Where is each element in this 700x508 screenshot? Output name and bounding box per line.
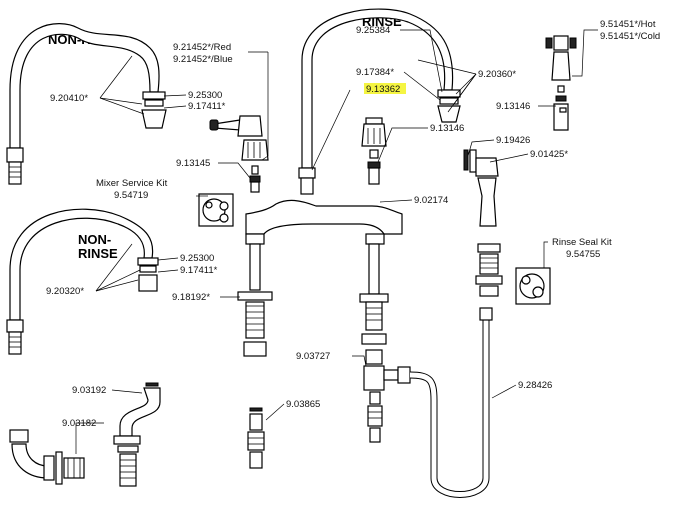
label-9-19426: 9.19426 <box>496 135 530 146</box>
label-9-51451-hot: 9.51451*/Hot <box>600 19 656 30</box>
label-mixer-service-kit: Mixer Service Kit <box>96 178 168 189</box>
non-rinse-spout-top <box>6 23 167 185</box>
elbow-fitting-9-03192 <box>113 382 161 487</box>
label-9-03865: 9.03865 <box>286 399 320 410</box>
label-9-21452-blue: 9.21452*/Blue <box>173 54 233 65</box>
label-9-13146-mid: 9.13146 <box>430 123 464 134</box>
label-9-18192: 9.18192* <box>172 292 210 303</box>
label-9-03192: 9.03192 <box>72 385 106 396</box>
rinse-spout <box>298 8 461 195</box>
label-9-17411-mid: 9.17411* <box>180 265 218 276</box>
label-9-13145: 9.13145 <box>176 158 210 169</box>
rinse-hose <box>409 307 493 498</box>
highlight-9-13362 <box>364 83 406 94</box>
label-9-17411-top: 9.17411* <box>188 101 226 112</box>
label-9-25384: 9.25384 <box>356 25 390 36</box>
label-rinse-seal-kit: Rinse Seal Kit <box>552 237 612 248</box>
cross-handle <box>545 35 577 131</box>
heading-non-rinse-mid-2: RINSE <box>78 246 118 261</box>
label-9-03727: 9.03727 <box>296 351 330 362</box>
label-9-01425: 9.01425* <box>530 149 568 160</box>
tee-fitting <box>363 349 411 443</box>
label-mixer-service-kit-number: 9.54719 <box>114 190 148 201</box>
label-9-21452-red: 9.21452*/Red <box>173 42 231 53</box>
label-9-20360: 9.20360* <box>478 69 516 80</box>
part-labels: 9.21452*/Red 9.21452*/Blue 9.20410* 9.25… <box>46 19 660 429</box>
rinse-seal-kit-icon <box>515 267 551 305</box>
heading-non-rinse-mid-1: NON- <box>78 232 111 247</box>
label-9-03182: 9.03182 <box>62 418 96 429</box>
label-9-25300-mid: 9.25300 <box>180 253 214 264</box>
connector-9-03865 <box>247 407 265 469</box>
label-9-13146-right: 9.13146 <box>496 101 530 112</box>
label-rinse-seal-kit-number: 9.54755 <box>566 249 600 260</box>
bridge-body <box>245 199 403 245</box>
center-shank <box>359 243 389 345</box>
mixer-service-kit-icon <box>198 193 234 227</box>
left-handle-assembly <box>209 115 269 193</box>
label-9-51451-cold: 9.51451*/Cold <box>600 31 660 42</box>
left-shank <box>237 243 273 357</box>
side-cartridge <box>559 107 567 113</box>
label-9-20320: 9.20320* <box>46 286 84 297</box>
label-9-25300-top: 9.25300 <box>188 90 222 101</box>
non-rinse-spout-mid <box>6 208 159 355</box>
center-handle-assembly <box>361 117 387 185</box>
label-9-13362: 9.13362 <box>366 84 400 95</box>
label-9-28426: 9.28426 <box>518 380 552 391</box>
label-9-20410: 9.20410* <box>50 93 88 104</box>
rinse-wand <box>463 149 503 297</box>
label-9-02174: 9.02174 <box>414 195 448 206</box>
label-9-17384: 9.17384* <box>356 67 394 78</box>
leader-lines <box>75 29 598 454</box>
elbow-fitting-9-03182 <box>9 429 85 485</box>
